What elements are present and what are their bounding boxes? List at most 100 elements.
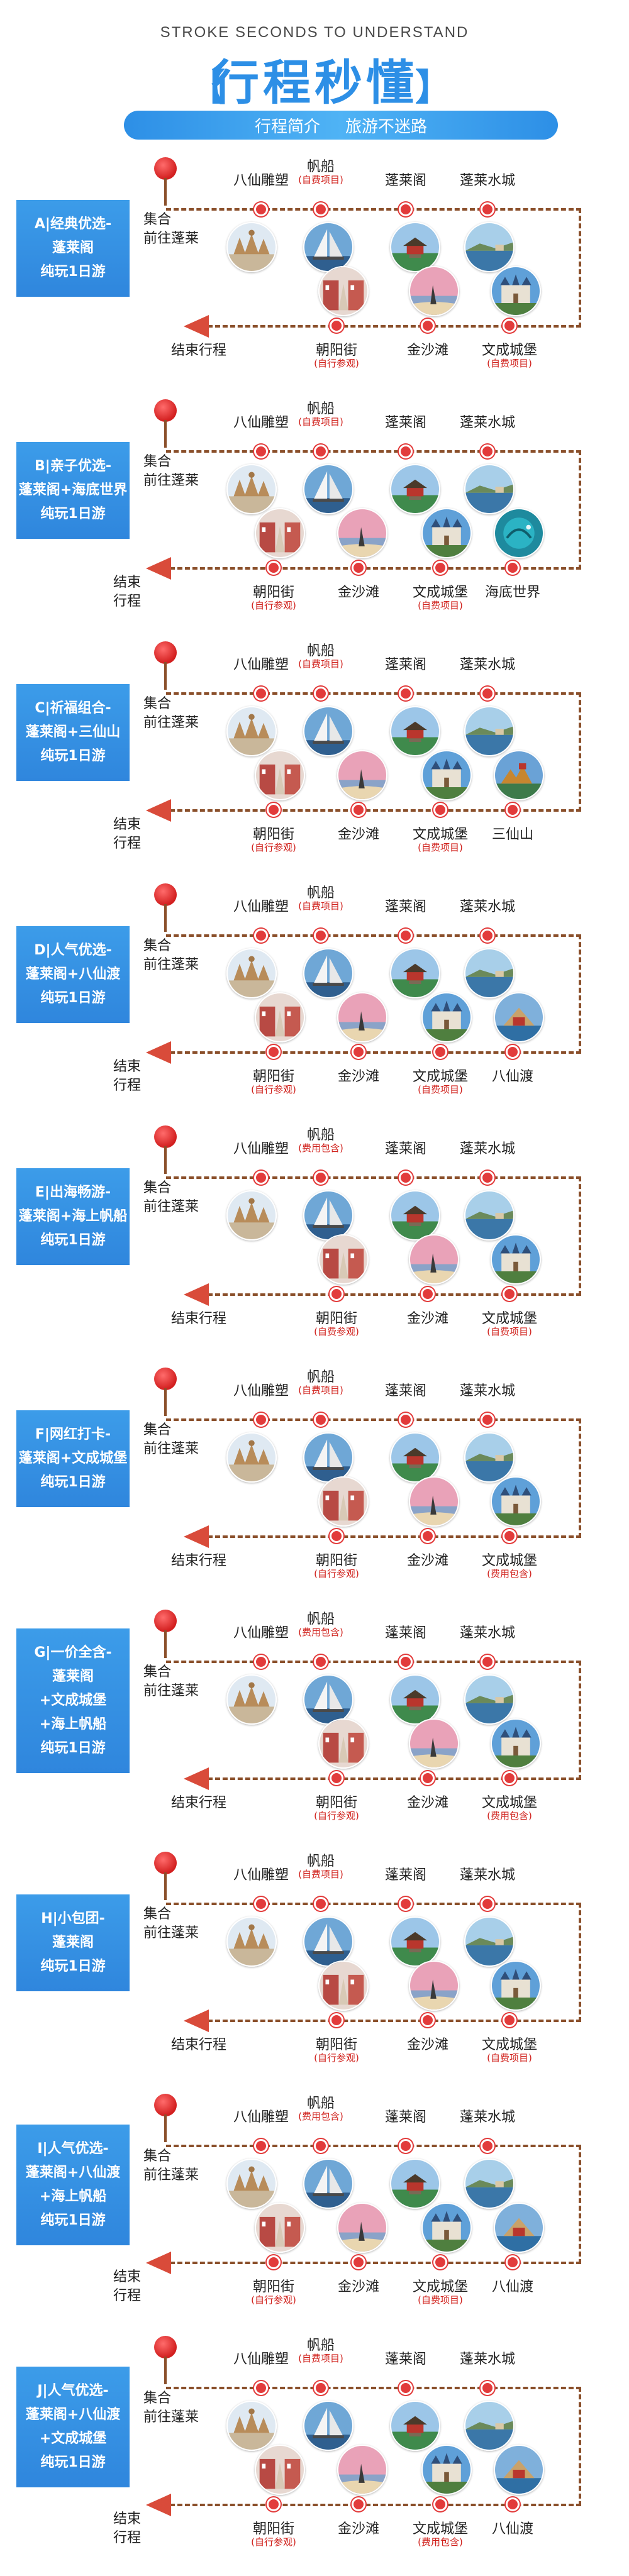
stop-photo bbox=[303, 706, 353, 756]
stop-dot bbox=[314, 929, 328, 943]
stop-photo bbox=[318, 1234, 369, 1285]
stop-note: (自行参观) bbox=[251, 2536, 296, 2548]
stop-dot bbox=[481, 1171, 494, 1185]
route-arrow-icon bbox=[146, 2494, 171, 2516]
stop-photo bbox=[226, 2401, 277, 2451]
stop-name: 朝阳街 bbox=[252, 2521, 295, 2537]
stop-photo bbox=[491, 1234, 541, 1285]
stop-name: 蓬莱水城 bbox=[459, 2109, 516, 2125]
stop-name: 朝阳街 bbox=[315, 1795, 358, 1811]
stop-dot bbox=[481, 2381, 494, 2395]
stop-photo bbox=[226, 1432, 277, 1483]
route-line-bottom bbox=[170, 2504, 581, 2506]
stop-note: (费用包含) bbox=[418, 2536, 463, 2548]
itinerary-section: A|经典优选-蓬莱阁纯玩1日游集合前往蓬莱结束行程八仙雕塑帆船(自费项目)蓬莱阁… bbox=[0, 154, 629, 396]
end-label-line: 结束 bbox=[113, 817, 142, 832]
itinerary-label: A|经典优选-蓬莱阁纯玩1日游 bbox=[16, 200, 130, 297]
stop-name: 金沙滩 bbox=[406, 343, 449, 358]
stop-photo bbox=[337, 992, 387, 1042]
stop-dot bbox=[254, 929, 268, 943]
stop-photo bbox=[464, 1190, 515, 1241]
stop-dot bbox=[314, 1897, 328, 1911]
stop-name: 文成城堡 bbox=[481, 2037, 538, 2053]
stop-name: 蓬莱水城 bbox=[459, 1383, 516, 1399]
itinerary-label-line: 纯玩1日游 bbox=[40, 2455, 106, 2470]
stop-name: 蓬莱水城 bbox=[459, 1867, 516, 1883]
end-label: 结束行程 bbox=[113, 1058, 141, 1095]
start-label-line: 集合 bbox=[143, 1180, 172, 1196]
stop-photo bbox=[303, 1916, 353, 1967]
stop-name: 帆船 bbox=[306, 1127, 335, 1143]
stop-name: 帆船 bbox=[306, 885, 335, 901]
stop-dot bbox=[254, 1413, 268, 1427]
stop-name: 八仙雕塑 bbox=[233, 1141, 289, 1157]
stop-dot bbox=[399, 1413, 413, 1427]
stop-photo bbox=[226, 1190, 277, 1241]
stop-dot bbox=[254, 1655, 268, 1669]
stop-dot bbox=[399, 202, 413, 216]
route-line-bottom bbox=[170, 809, 581, 812]
stop-name: 帆船 bbox=[306, 643, 335, 659]
stop-dot bbox=[254, 2139, 268, 2153]
stop-name: 金沙滩 bbox=[337, 585, 380, 600]
stop-photo bbox=[303, 2159, 353, 2209]
route-arrow-icon bbox=[184, 1283, 209, 1306]
stop-photo bbox=[421, 508, 472, 558]
stop-photo bbox=[494, 2445, 544, 2495]
itinerary-label-line: 纯玩1日游 bbox=[40, 1959, 106, 1974]
stop-photo bbox=[464, 222, 515, 272]
start-label-line: 集合 bbox=[143, 1906, 172, 1922]
stop-name: 文成城堡 bbox=[481, 343, 538, 358]
start-label-line: 前往蓬莱 bbox=[143, 473, 199, 489]
stop-name: 八仙雕塑 bbox=[233, 1867, 289, 1883]
stop-photo bbox=[390, 2401, 440, 2451]
start-pin-icon bbox=[154, 1610, 177, 1632]
start-label-line: 前往蓬莱 bbox=[143, 1925, 199, 1941]
stop-name: 朝阳街 bbox=[252, 585, 295, 600]
stop-name: 金沙滩 bbox=[406, 2037, 449, 2053]
end-label: 结束行程 bbox=[171, 2037, 227, 2053]
stop-name: 蓬莱水城 bbox=[459, 899, 516, 915]
stop-dot bbox=[352, 1045, 365, 1059]
stop-photo bbox=[318, 1718, 369, 1769]
stop-dot bbox=[503, 1287, 516, 1301]
start-label-line: 前往蓬莱 bbox=[143, 2167, 199, 2183]
stop-dot bbox=[481, 1413, 494, 1427]
english-subtitle: STROKE SECONDS TO UNDERSTAND bbox=[160, 24, 469, 41]
stop-dot bbox=[421, 319, 435, 333]
itinerary-label-line: +海上帆船 bbox=[39, 2189, 107, 2204]
stop-dot bbox=[421, 1771, 435, 1785]
stop-note: (自行参观) bbox=[251, 2294, 296, 2306]
stop-dot bbox=[399, 2139, 413, 2153]
stop-dot bbox=[399, 929, 413, 943]
start-label-line: 前往蓬莱 bbox=[143, 957, 199, 973]
stop-photo bbox=[303, 1432, 353, 1483]
stop-photo bbox=[255, 992, 305, 1042]
stop-dot bbox=[330, 1771, 343, 1785]
stop-note: (自行参观) bbox=[314, 2052, 359, 2064]
start-label-line: 集合 bbox=[143, 2148, 172, 2164]
stop-name: 帆船 bbox=[306, 159, 335, 175]
stop-note: (自费项目) bbox=[487, 2052, 532, 2064]
start-label: 集合前往蓬莱 bbox=[143, 1421, 199, 1459]
start-label-line: 集合 bbox=[143, 2391, 172, 2406]
stop-name: 帆船 bbox=[306, 2338, 335, 2353]
stop-photo bbox=[491, 1476, 541, 1527]
start-pin-icon bbox=[154, 1125, 177, 1148]
stop-name: 朝阳街 bbox=[252, 1069, 295, 1085]
itinerary-label: H|小包团-蓬莱阁纯玩1日游 bbox=[16, 1894, 130, 1991]
itinerary-label-line: 纯玩1日游 bbox=[40, 506, 106, 522]
start-pin-icon bbox=[154, 2094, 177, 2116]
route-line-bottom bbox=[208, 325, 581, 328]
stop-photo bbox=[337, 2445, 387, 2495]
stop-name: 朝阳街 bbox=[315, 2037, 358, 2053]
start-label: 集合前往蓬莱 bbox=[143, 1179, 199, 1217]
stop-photo bbox=[491, 1960, 541, 2011]
route-line-top bbox=[166, 2387, 581, 2389]
stop-name: 蓬莱阁 bbox=[384, 657, 427, 673]
end-label-line: 结束 bbox=[113, 1059, 142, 1075]
itinerary-label-line: 纯玩1日游 bbox=[40, 264, 106, 280]
start-label-line: 前往蓬莱 bbox=[143, 1199, 199, 1215]
stop-name: 文成城堡 bbox=[412, 2279, 469, 2295]
stop-name: 八仙雕塑 bbox=[233, 1383, 289, 1399]
